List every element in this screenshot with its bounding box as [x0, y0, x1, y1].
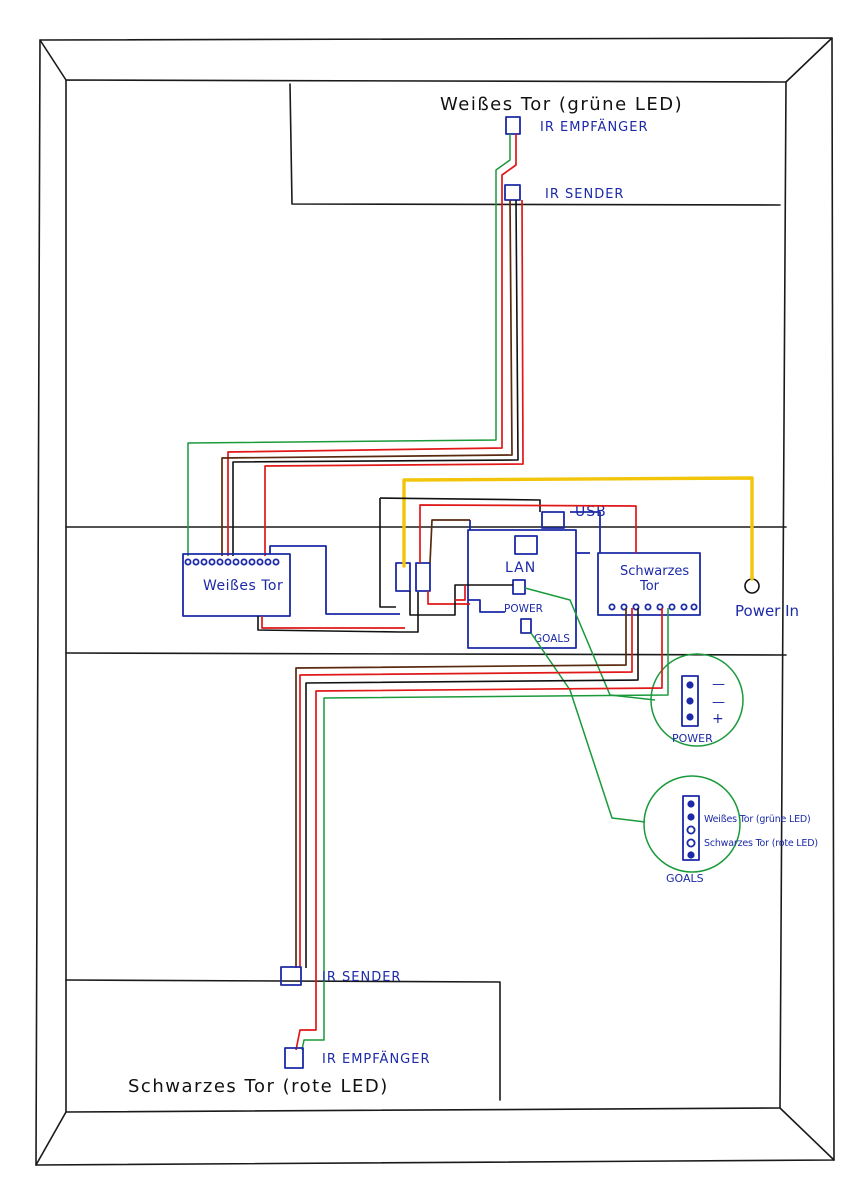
power-pin-3: + [712, 711, 724, 727]
power-pin-2: — [712, 695, 725, 710]
center-board [467, 529, 577, 649]
top-goal-title: Weißes Tor (grüne LED) [440, 94, 683, 115]
power-detail-connector [681, 675, 699, 727]
goals-connector [520, 618, 532, 634]
controller: Weißes Tor USB LAN POWER GOALS Schwarzes… [182, 504, 799, 649]
black-goal-board-label-1: Schwarzes [620, 564, 689, 579]
controller-wiring [257, 476, 754, 823]
black-goal-board [597, 552, 701, 616]
bottom-ir-sender-icon [280, 966, 302, 986]
top-ir-receiver-label: IR EMPFÄNGER [540, 119, 649, 135]
relay-2 [415, 562, 431, 592]
usb-port [541, 511, 565, 529]
goals-connector-label: GOALS [534, 633, 570, 645]
top-ir-sender-label: IR SENDER [545, 187, 624, 202]
top-ir-receiver-icon [505, 116, 521, 135]
power-connector-label: POWER [504, 603, 543, 615]
table-frame [35, 37, 835, 1166]
goals-pin-white: Weißes Tor (grüne LED) [704, 814, 811, 825]
white-goal-board-pins [184, 558, 280, 566]
power-detail-label: POWER [672, 732, 713, 745]
black-goal-board-label-2: Tor [639, 579, 660, 594]
lan-label: LAN [505, 560, 536, 576]
top-ir-sender-icon [504, 184, 521, 201]
power-detail: — — + POWER [650, 653, 744, 747]
black-goal-board-pins [608, 603, 698, 611]
goals-detail-connector [682, 795, 700, 861]
top-goal-wiring [187, 134, 524, 556]
goals-detail-label: GOALS [666, 872, 704, 885]
bottom-ir-receiver-icon [284, 1047, 304, 1069]
goals-detail: Weißes Tor (grüne LED) Schwarzes Tor (ro… [643, 775, 818, 885]
power-in-jack [744, 578, 760, 594]
bottom-ir-sender-label: IR SENDER [322, 970, 401, 985]
bottom-ir-receiver-label: IR EMPFÄNGER [322, 1051, 431, 1067]
bottom-goal-title: Schwarzes Tor (rote LED) [128, 1076, 389, 1097]
lan-port [514, 535, 538, 555]
goals-pin-black: Schwarzes Tor (rote LED) [704, 838, 818, 849]
power-in-label: Power In [735, 602, 799, 620]
white-goal-board-label: Weißes Tor [203, 578, 283, 594]
power-connector [512, 579, 526, 595]
white-goal-board [182, 553, 291, 617]
top-goal: Weißes Tor (grüne LED) IR EMPFÄNGER IR S… [440, 94, 683, 202]
power-pin-1: — [712, 677, 725, 692]
bottom-goal-wiring [295, 608, 669, 1051]
bottom-goal: IR SENDER IR EMPFÄNGER Schwarzes Tor (ro… [128, 966, 431, 1097]
